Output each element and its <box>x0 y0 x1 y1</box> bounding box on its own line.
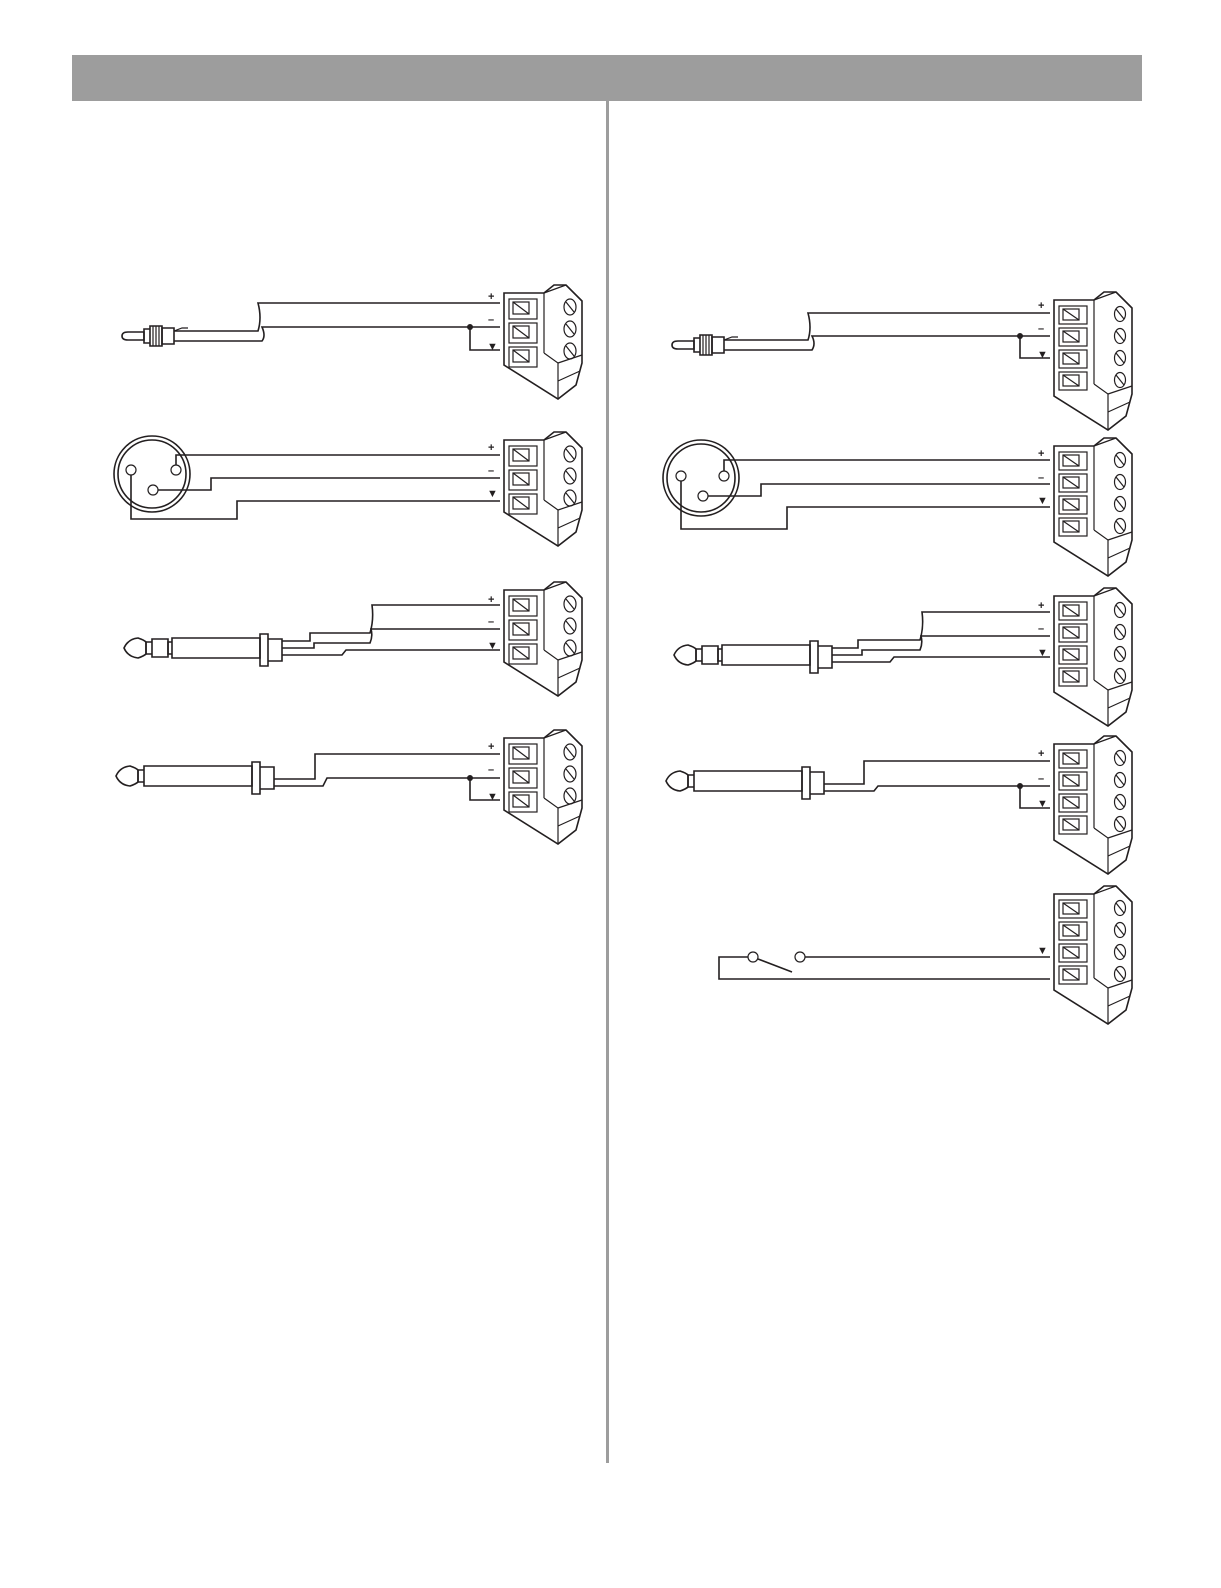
terminal-block-3pin-icon <box>504 582 582 696</box>
polarity-plus: + <box>488 741 494 753</box>
polarity-plus: + <box>488 594 494 606</box>
left-ts-diagram: + – ▼ <box>116 730 582 844</box>
polarity-minus: – <box>488 314 494 326</box>
polarity-minus: – <box>1038 323 1044 335</box>
left-trs-diagram: + – ▼ <box>124 582 582 696</box>
xlr-connector-icon <box>663 440 739 516</box>
polarity-ground: ▼ <box>487 640 498 652</box>
polarity-ground: ▼ <box>487 341 498 353</box>
polarity-plus: + <box>488 442 494 454</box>
rca-plug-icon <box>122 326 200 346</box>
polarity-minus: – <box>1038 623 1044 635</box>
polarity-ground: ▼ <box>1037 945 1048 957</box>
left-rca-diagram: + – ▼ <box>122 285 582 399</box>
right-xlr-diagram: + – ▼ <box>663 438 1132 576</box>
polarity-minus: – <box>1038 773 1044 785</box>
terminal-block-4pin-icon <box>1054 886 1132 1024</box>
polarity-plus: + <box>1038 748 1044 760</box>
polarity-minus: – <box>488 465 494 477</box>
polarity-minus: – <box>488 616 494 628</box>
terminal-block-4pin-icon <box>1054 588 1132 726</box>
ts-plug-icon <box>666 767 824 799</box>
trs-plug-icon <box>124 634 282 666</box>
polarity-minus: – <box>1038 472 1044 484</box>
trs-plug-icon <box>674 641 832 673</box>
right-rca-diagram: + – ▼ <box>672 292 1132 430</box>
terminal-block-4pin-icon <box>1054 292 1132 430</box>
terminal-block-4pin-icon <box>1054 736 1132 874</box>
right-trs-diagram: + – ▼ <box>674 588 1132 726</box>
terminal-block-3pin-icon <box>504 285 582 399</box>
xlr-connector-icon <box>114 436 190 512</box>
polarity-ground: ▼ <box>1037 349 1048 361</box>
polarity-ground: ▼ <box>1037 798 1048 810</box>
left-xlr-diagram: + – ▼ <box>114 432 582 546</box>
switch-icon <box>748 952 805 972</box>
rca-plug-icon <box>672 335 750 355</box>
terminal-block-4pin-icon <box>1054 438 1132 576</box>
polarity-minus: – <box>488 764 494 776</box>
terminal-block-3pin-icon <box>504 432 582 546</box>
polarity-ground: ▼ <box>487 791 498 803</box>
terminal-block-3pin-icon <box>504 730 582 844</box>
polarity-ground: ▼ <box>1037 647 1048 659</box>
polarity-plus: + <box>1038 448 1044 460</box>
polarity-plus: + <box>1038 300 1044 312</box>
polarity-ground: ▼ <box>1037 495 1048 507</box>
right-ts-diagram: + – ▼ <box>666 736 1132 874</box>
right-switch-diagram: ▼ <box>719 886 1132 1024</box>
polarity-plus: + <box>1038 600 1044 612</box>
polarity-ground: ▼ <box>487 488 498 500</box>
polarity-plus: + <box>488 291 494 303</box>
ts-plug-icon <box>116 762 274 794</box>
